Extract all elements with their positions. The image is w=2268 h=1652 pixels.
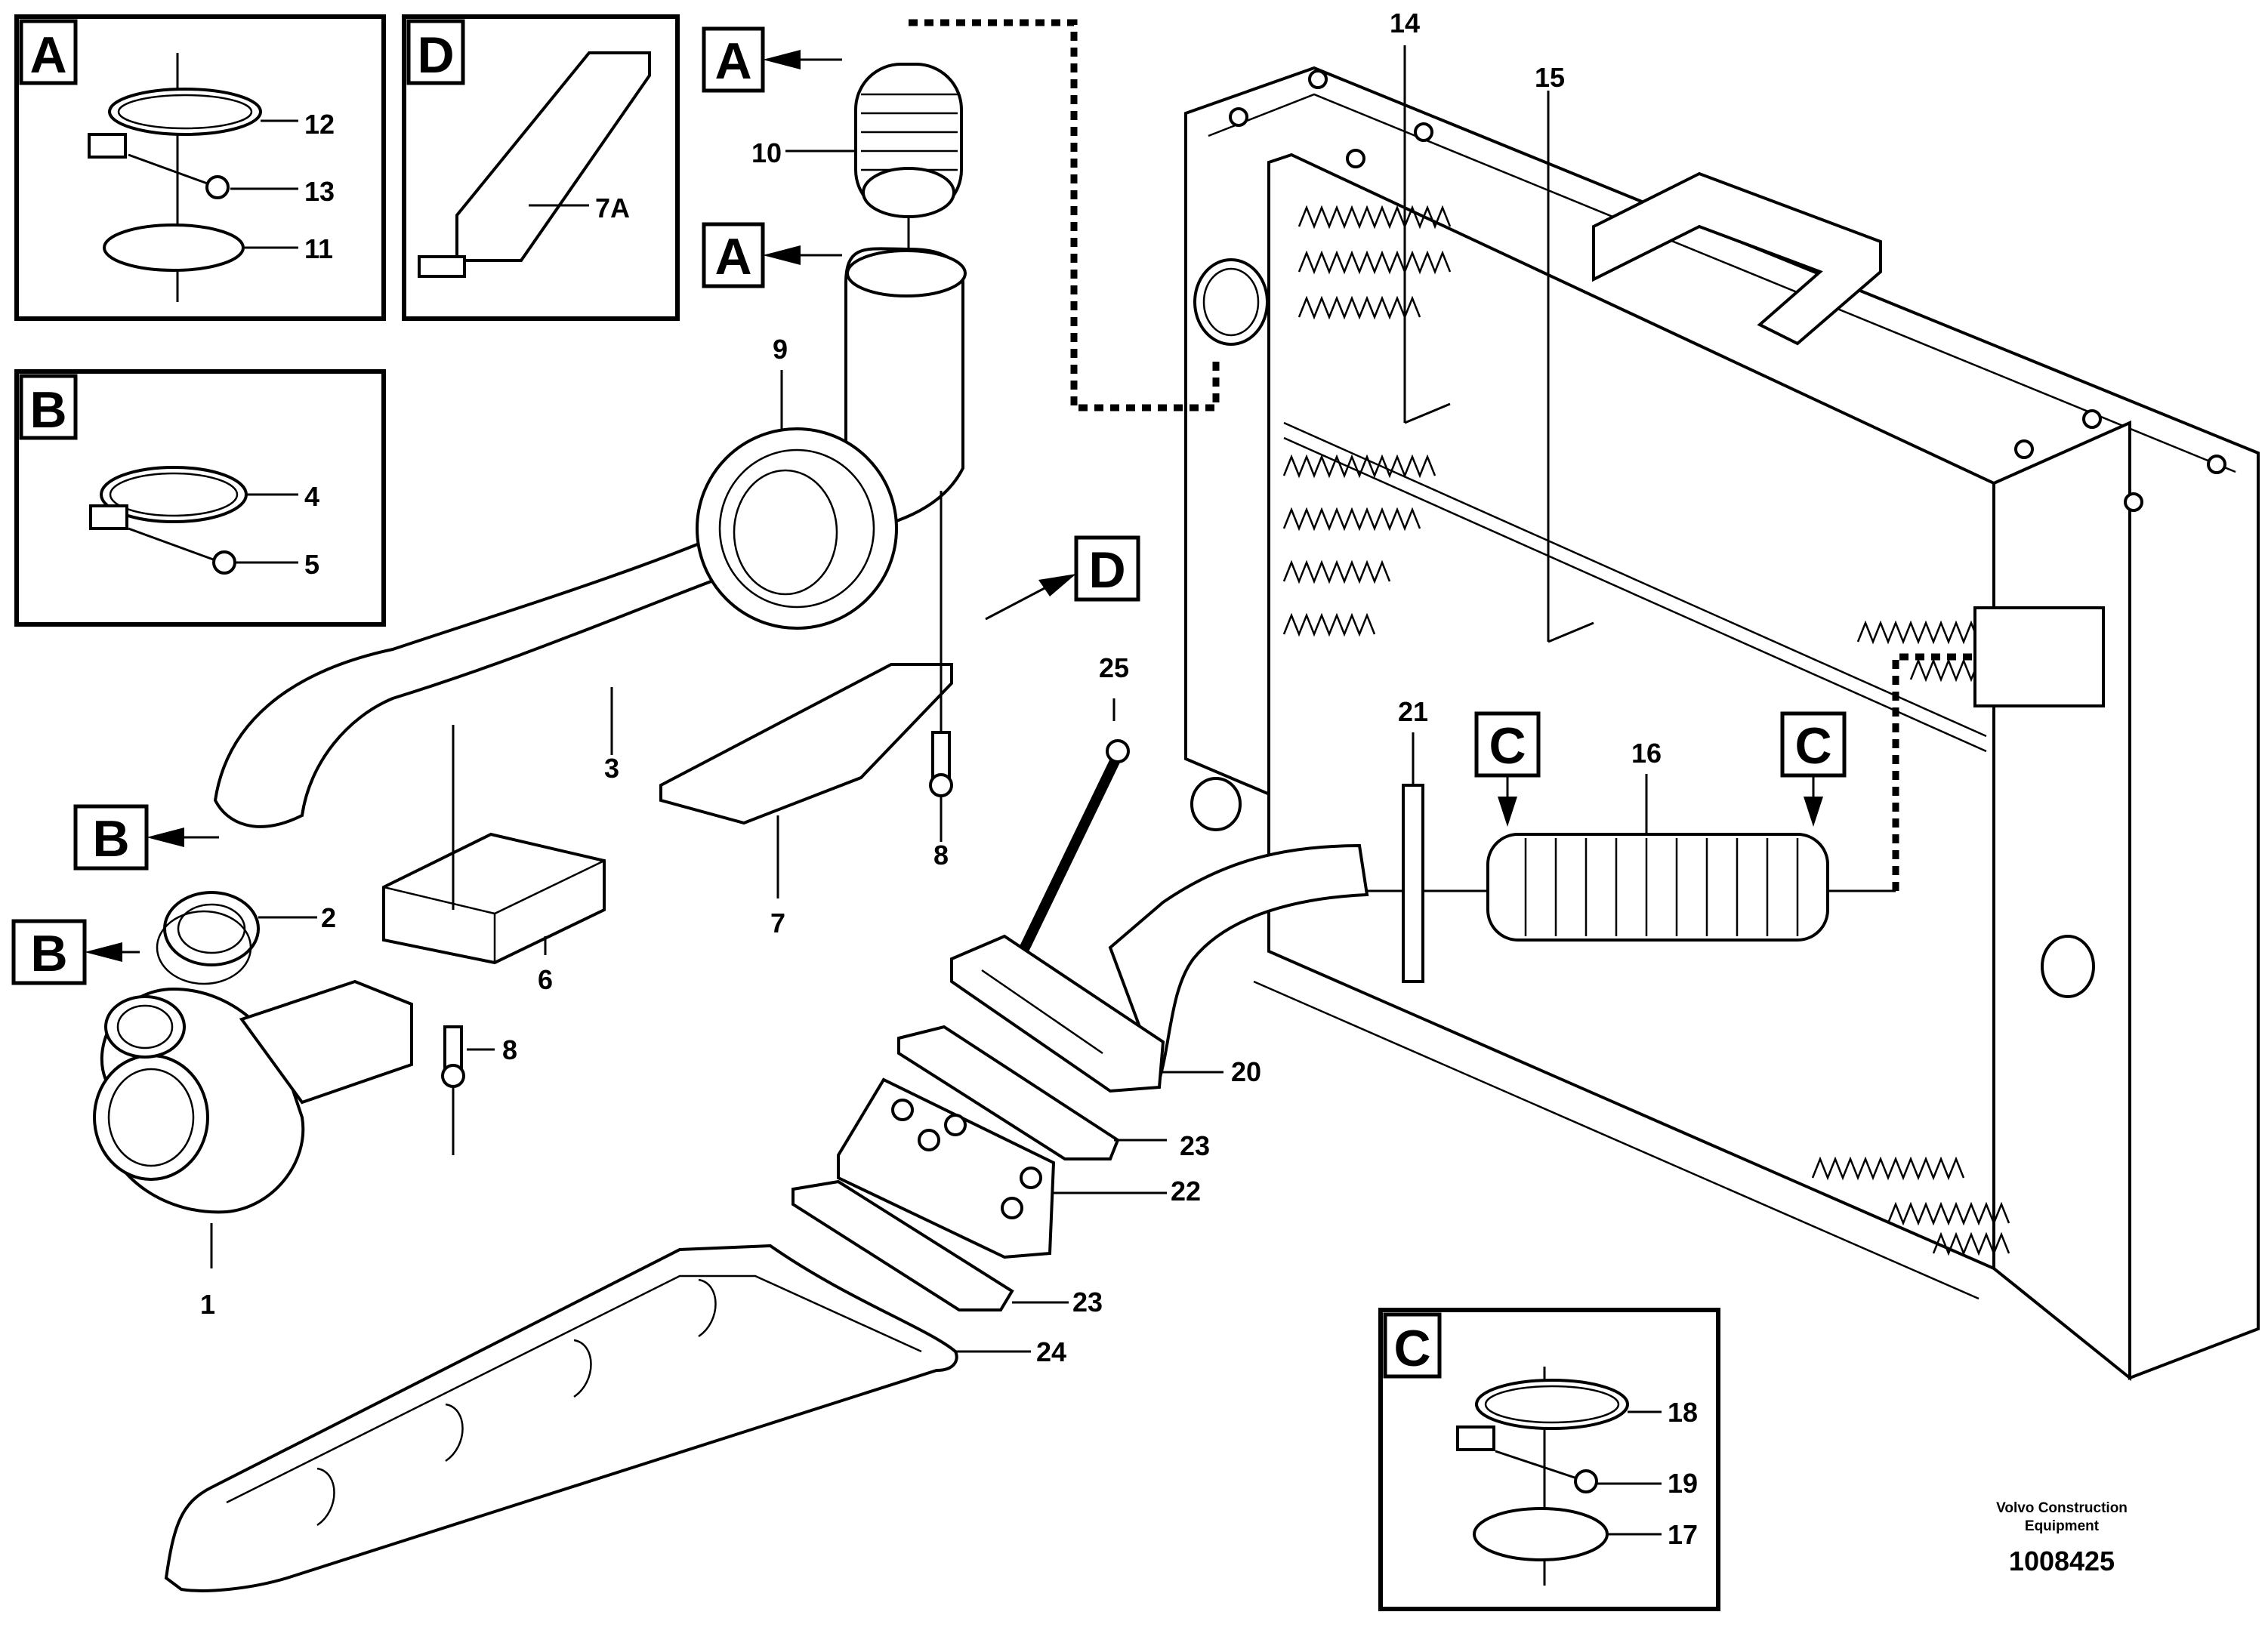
callout-16: 16 [1631,738,1662,769]
callout-2: 2 [321,902,336,933]
callout-23-lower: 23 [1072,1287,1103,1318]
credit-line-1: Volvo Construction [1996,1500,2128,1516]
gasket-23-lower [791,1179,1014,1311]
callout-11: 11 [304,233,333,264]
callout-8-right: 8 [933,840,949,871]
bolt-8-right [929,731,953,797]
detail-box-b-label: B [29,381,66,439]
hose-16 [1486,833,1829,942]
ref-tag-c-right: C [1780,711,1847,827]
seal-2 [156,891,260,985]
callout-10: 10 [751,137,782,168]
callout-17: 17 [1668,1519,1698,1550]
detail-box-c: C [1378,1308,1720,1611]
callout-13: 13 [304,176,335,207]
callout-9: 9 [773,334,788,365]
callout-22: 22 [1171,1176,1201,1207]
callout-21: 21 [1398,696,1428,727]
callout-6: 6 [538,964,553,995]
ref-tag-a-top-label: A [714,32,751,90]
hose-10 [854,63,963,218]
callout-3: 3 [604,753,619,784]
callout-19: 19 [1668,1468,1698,1499]
document-number: 1008425 [2009,1546,2115,1576]
pipe-3 [213,247,967,828]
callout-8-left: 8 [502,1034,517,1065]
callout-14: 14 [1390,8,1420,39]
ref-tag-c-left-label: C [1489,717,1526,775]
ref-tag-b-lower-label: B [30,925,67,982]
detail-box-b: B [14,369,386,627]
callout-7: 7 [770,908,785,938]
callout-25: 25 [1099,652,1129,683]
bolt-25 [1007,739,1130,977]
detail-box-a-label: A [29,26,66,84]
bend-20 [950,843,1369,1093]
callout-15: 15 [1535,62,1565,93]
callout-24: 24 [1036,1336,1066,1367]
ref-tag-b-upper: B [73,804,219,871]
detail-box-d: D [402,14,680,321]
callout-5: 5 [304,549,319,580]
connection-c [1892,653,1975,891]
ref-tag-a-top: A [702,26,842,93]
ref-tag-d: D [985,535,1140,621]
manifold-24 [164,1244,958,1592]
clamp-21 [1402,784,1424,983]
callout-12: 12 [304,109,335,140]
credit-line-2: Equipment [2025,1518,2100,1534]
callout-20: 20 [1231,1056,1261,1087]
gasket-23-upper [897,1025,1120,1160]
ref-tag-b-upper-label: B [92,810,129,868]
ref-tag-c-left: C [1474,711,1541,827]
ref-tag-b-lower: B [11,919,140,985]
callout-23-upper: 23 [1180,1130,1210,1161]
cooler-frame [1184,66,2260,1382]
turbocharger-1 [93,979,413,1214]
callout-4: 4 [304,481,319,512]
ref-tag-a-mid-label: A [714,228,751,285]
detail-box-d-label: D [417,26,454,84]
ref-tag-c-right-label: C [1794,717,1831,775]
credit-block: Volvo Construction Equipment 1008425 [1996,1500,2128,1576]
callout-18: 18 [1668,1397,1698,1428]
leader-lines [210,45,1896,1353]
detail-box-c-label: C [1393,1320,1430,1377]
block-22 [837,1077,1056,1259]
bolt-8-left [441,1025,465,1088]
ref-tag-a-mid: A [702,222,842,288]
callout-labels: 12 13 11 7A 4 5 10 9 3 7 6 8 8 2 1 25 20… [200,8,1698,1550]
detail-box-a: A [14,14,386,321]
fin-pattern [1282,205,2018,1256]
cover-6 [382,832,606,965]
callout-1: 1 [200,1289,215,1320]
bracket-7 [659,663,953,825]
callout-7a: 7A [595,193,630,223]
ref-tag-d-label: D [1088,541,1125,599]
